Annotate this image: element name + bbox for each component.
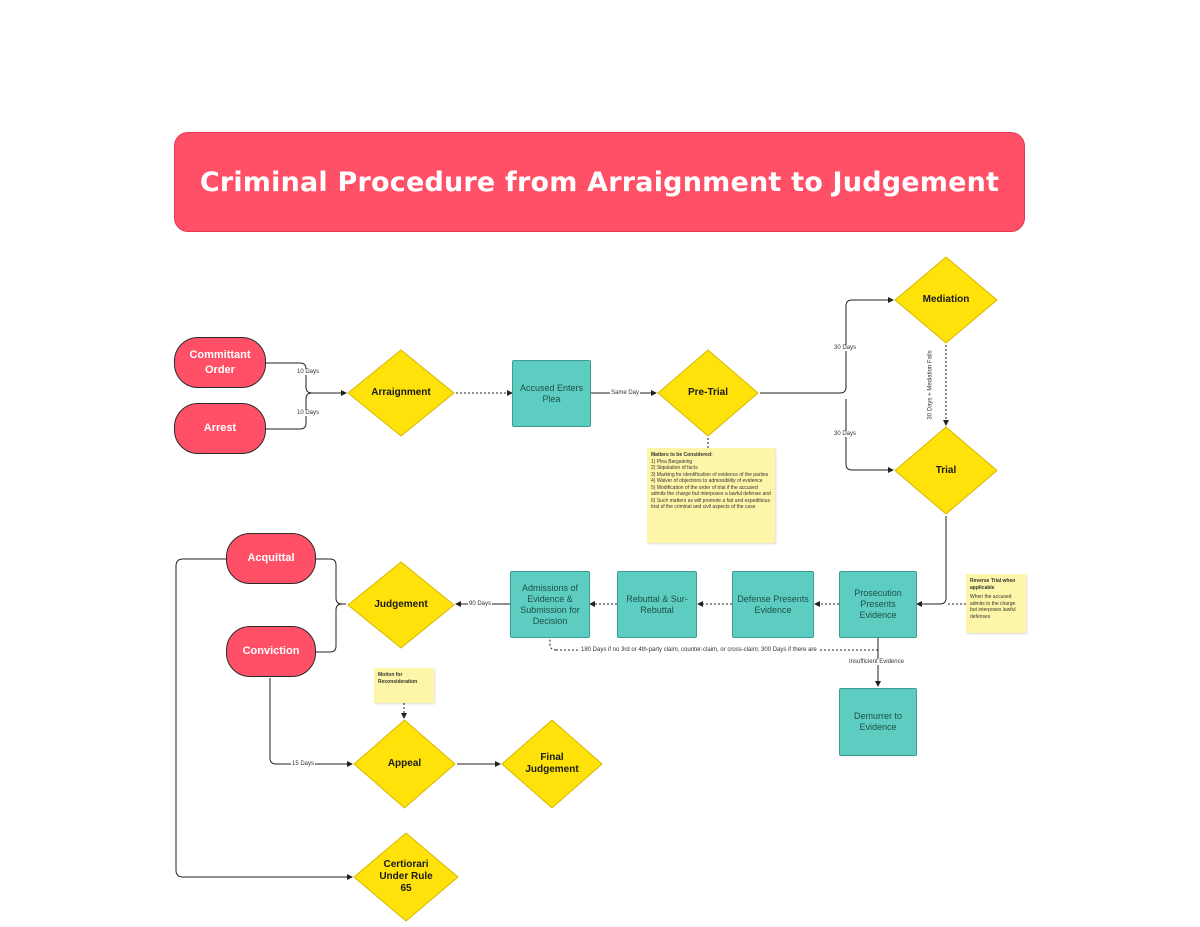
label-long-period: 180 Days if no 3rd or 4th-party claim, c… xyxy=(580,647,818,653)
note-reverse-trial: Reverse Trial when applicable When the a… xyxy=(966,574,1026,633)
label-insufficient-evidence: Insufficient Evidence xyxy=(848,659,905,665)
node-rebuttal: Rebuttal & Sur- Rebuttal xyxy=(617,571,697,638)
node-admissions-of-evidence: Admissions of Evidence & Submission for … xyxy=(510,571,590,638)
node-pre-trial: Pre-Trial xyxy=(656,348,760,438)
node-arraignment: Arraignment xyxy=(346,348,456,438)
node-demurrer-to-evidence: Demurrer to Evidence xyxy=(839,688,917,756)
final-judgement-label: Final Judgement xyxy=(525,752,579,775)
label-appeal-days: 15 Days xyxy=(291,761,316,767)
judgement-label: Judgement xyxy=(374,599,428,610)
edge-trial-prosecution xyxy=(916,516,947,607)
edge-committant-arraignment xyxy=(266,362,347,396)
title-banner: Criminal Procedure from Arraignment to J… xyxy=(174,132,1025,232)
note-reverse-trial-body: When the accused admits to the charge bu… xyxy=(970,594,1016,620)
note-pretrial-matters: Matters to be Considered: 1) Plea Bargai… xyxy=(647,448,775,543)
label-trial-days: 30 Days xyxy=(833,431,858,437)
note-pretrial-item: 2) Stipulation of facts xyxy=(651,465,698,471)
label-judgement-days: 90 Days xyxy=(468,601,493,607)
note-pretrial-item: 4) Waiver of objections to admissibility… xyxy=(651,478,763,484)
node-certiorari: Certiorari Under Rule 65 xyxy=(352,831,460,923)
label-arrest-days: 10 Days xyxy=(296,410,321,416)
arraignment-label: Arraignment xyxy=(371,387,431,398)
note-pretrial-title: Matters to be Considered: xyxy=(651,452,713,458)
mediation-label: Mediation xyxy=(922,294,970,305)
note-pretrial-item: 1) Plea Bargaining xyxy=(651,458,693,465)
label-mediation-days: 30 Days xyxy=(833,345,858,351)
note-motion-title: Motion for Reconsideration xyxy=(378,672,418,685)
node-final-judgement: Final Judgement xyxy=(500,718,604,810)
note-pretrial-item: 6) Such matters as will promote a fair a… xyxy=(651,497,770,511)
note-pretrial-item: 5) Modification of the order of trial if… xyxy=(651,484,771,498)
note-motion-for-reconsideration: Motion for Reconsideration xyxy=(374,668,434,703)
pre-trial-label: Pre-Trial xyxy=(687,387,729,398)
edge-acquittal-certiorari xyxy=(175,558,353,880)
label-committant-days: 10 Days xyxy=(296,369,321,375)
edge-pretrial-mediation xyxy=(760,297,894,394)
node-acquittal: Acquittal xyxy=(226,533,316,584)
node-accused-enters-plea: Accused Enters Plea xyxy=(512,360,591,427)
appeal-label: Appeal xyxy=(387,758,422,769)
node-judgement: Judgement xyxy=(346,560,456,650)
edge-judgement-acquittal xyxy=(316,558,346,605)
label-same-day: Same Day xyxy=(610,390,641,396)
label-mediation-fails: 30 Days + Mediation Fails xyxy=(927,350,934,420)
note-pretrial-item: 3) Marking for identification of evidenc… xyxy=(651,471,769,478)
page-title: Criminal Procedure from Arraignment to J… xyxy=(199,166,1000,198)
node-appeal: Appeal xyxy=(352,718,457,810)
node-trial: Trial xyxy=(893,425,999,516)
edge-conviction-appeal xyxy=(269,678,353,767)
node-mediation: Mediation xyxy=(893,255,999,345)
node-arrest: Arrest xyxy=(174,403,266,454)
node-prosecution-presents-evidence: Prosecution Presents Evidence xyxy=(839,571,917,638)
node-conviction: Conviction xyxy=(226,626,316,677)
edge-pretrial-trial xyxy=(845,399,894,473)
edge-judgement-conviction xyxy=(316,603,343,653)
node-defense-presents-evidence: Defense Presents Evidence xyxy=(732,571,814,638)
note-reverse-trial-title: Reverse Trial when applicable xyxy=(970,578,1016,591)
node-committant-order: Committant Order xyxy=(174,337,266,388)
certiorari-label: Certiorari Under Rule 65 xyxy=(379,859,433,894)
trial-label: Trial xyxy=(935,464,957,476)
